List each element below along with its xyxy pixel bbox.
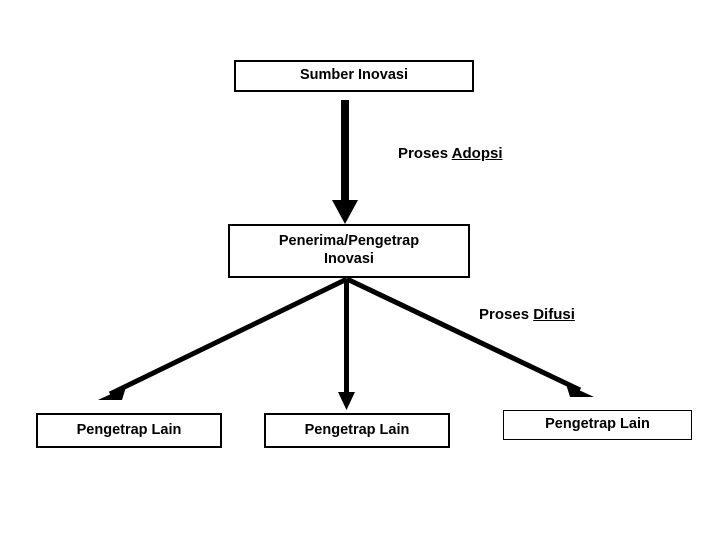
edge-label-keyword: Difusi bbox=[533, 306, 575, 323]
arrow-receiver-to-adopter-left bbox=[98, 276, 349, 400]
node-pengetrap-lain-center[interactable]: Pengetrap Lain bbox=[264, 413, 450, 448]
edge-label-prefix: Proses bbox=[398, 145, 452, 162]
node-label-line1: Penerima/Pengetrap bbox=[278, 233, 420, 250]
arrow-source-to-receiver bbox=[332, 100, 358, 224]
node-label-line2: Inovasi bbox=[324, 251, 374, 267]
node-label: Pengetrap Lain bbox=[76, 421, 182, 438]
node-pengetrap-lain-left[interactable]: Pengetrap Lain bbox=[36, 413, 222, 448]
edge-label-keyword: Adopsi bbox=[451, 145, 503, 162]
edge-label-proses-difusi: Proses Difusi bbox=[479, 306, 575, 323]
edge-label-prefix: Proses bbox=[479, 306, 534, 323]
node-label-multiline: Penerima/Pengetrap Inovasi bbox=[279, 233, 419, 268]
node-sumber-inovasi[interactable]: Sumber Inovasi bbox=[234, 60, 474, 92]
node-label: Pengetrap Lain bbox=[304, 421, 410, 438]
node-label: Sumber Inovasi bbox=[300, 67, 408, 84]
arrow-receiver-to-adopter-center bbox=[338, 279, 355, 410]
edge-label-proses-adopsi: Proses Adopsi bbox=[398, 145, 503, 162]
node-pengetrap-lain-right[interactable]: Pengetrap Lain bbox=[503, 410, 692, 440]
node-label: Pengetrap Lain bbox=[545, 416, 650, 433]
arrow-receiver-to-adopter-right bbox=[345, 276, 594, 397]
node-penerima-pengetrap-inovasi[interactable]: Penerima/Pengetrap Inovasi bbox=[228, 224, 470, 278]
